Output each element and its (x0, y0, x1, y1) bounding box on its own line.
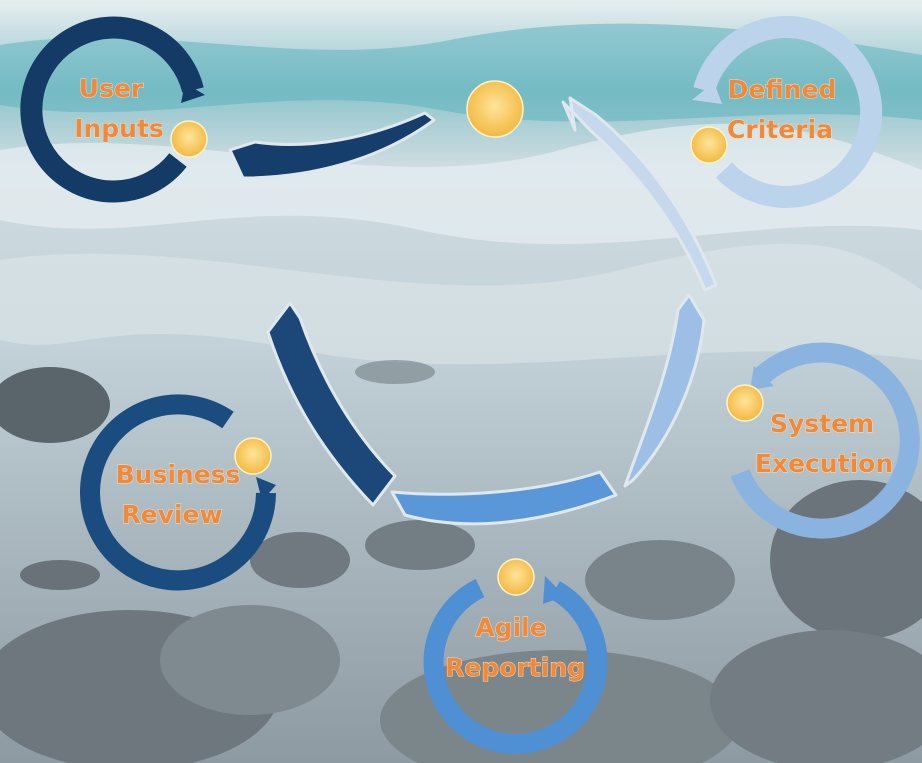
node-label-line-1: Agile (475, 613, 546, 642)
node-ring (80, 394, 276, 591)
node-label-line-1: Business (116, 460, 241, 489)
cycle-arrow-defined-criteria (561, 96, 718, 292)
cycle-arrow-user-inputs (228, 111, 436, 180)
node-label-line-1: User (79, 74, 144, 103)
sun-icon-business-review (234, 437, 272, 475)
node-label-line-2: Reporting (445, 653, 585, 682)
sun-icon-defined-criteria (690, 126, 728, 164)
cycle-arrow-agile-reporting (390, 470, 618, 526)
sun-icon-user-inputs (170, 120, 208, 158)
cycle-arrow-system-execution (623, 293, 706, 488)
node-ring (730, 342, 920, 539)
node-defined-criteria: Defined Criteria (692, 16, 883, 208)
center-sun-icon (466, 80, 524, 138)
sun-markers (170, 80, 764, 596)
node-label-line-2: Criteria (727, 115, 833, 144)
node-label-line-1: System (770, 409, 874, 438)
sun-icon-system-execution (726, 384, 764, 422)
node-label-line-2: Execution (755, 449, 893, 478)
node-business-review: Business Review (80, 394, 276, 591)
cycle-arrows (228, 96, 718, 526)
node-ring (693, 16, 883, 208)
node-label-line-2: Inputs (74, 114, 164, 143)
node-ring (423, 579, 608, 754)
cycle-arrow-business-review (266, 301, 397, 507)
sun-icon-agile-reporting (497, 558, 535, 596)
node-system-execution: System Execution (730, 342, 920, 539)
node-agile-reporting: Agile Reporting (423, 576, 608, 754)
node-label-line-1: Defined (728, 75, 837, 104)
node-ring (20, 16, 204, 203)
node-user-inputs: User Inputs (20, 16, 205, 203)
node-label-line-2: Review (121, 500, 222, 529)
